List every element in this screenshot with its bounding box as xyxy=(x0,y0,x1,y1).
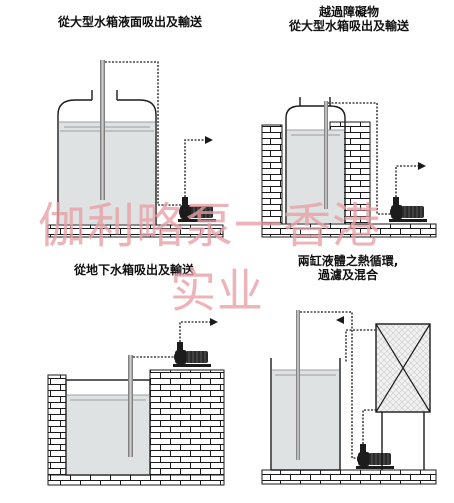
flow-arrow-icon xyxy=(205,136,213,144)
tank-stand xyxy=(381,412,425,470)
panel-top-right xyxy=(261,97,437,238)
pump-icon xyxy=(177,196,217,223)
flow-arrow-icon xyxy=(336,316,344,324)
liquid xyxy=(287,130,344,223)
caption-top-right-line-2: 從大型水箱吸出及輸送 xyxy=(288,19,409,33)
panel-bottom-right xyxy=(261,310,437,485)
liquid-surface xyxy=(287,129,344,136)
caption-bottom-left-line-1: 從地下水箱吸出及輸送 xyxy=(74,263,195,277)
discharge-line xyxy=(395,165,418,197)
ground-brick xyxy=(261,223,437,238)
liquid-surface xyxy=(272,369,339,376)
left-tank-outline xyxy=(270,358,341,471)
panel-top-left xyxy=(47,60,224,238)
ground-brick xyxy=(47,224,224,238)
liquid-surface xyxy=(59,121,155,132)
caption-bottom-right-line-2: 過濾及混合 xyxy=(317,268,378,282)
caption-bottom-right-line-1: 兩缸液體之熱循環, xyxy=(297,254,399,268)
filter-tank-cross xyxy=(375,323,431,413)
liquid xyxy=(272,370,339,469)
suction-pipe xyxy=(128,355,133,457)
liquid xyxy=(67,395,149,474)
overflow-line xyxy=(345,329,376,362)
brick-ground-right xyxy=(149,369,225,486)
brick-ground-bottom xyxy=(47,474,225,486)
suction-line xyxy=(105,61,182,206)
caption-top-right: 越過障礙物 從大型水箱吸出及輸送 xyxy=(276,5,422,33)
brick-ground-left xyxy=(47,374,67,486)
flow-arrow-icon xyxy=(418,162,426,170)
flow-arrow-icon xyxy=(210,318,218,326)
brick-column-left xyxy=(261,124,283,225)
suction-pipe xyxy=(324,101,328,209)
liquid xyxy=(59,122,155,224)
tank-outline xyxy=(285,105,346,224)
pump-icon xyxy=(388,196,428,223)
suction-line xyxy=(328,102,392,215)
caption-top-left: 從大型水箱液面吸出及輸送 xyxy=(58,15,202,29)
caption-bottom-right: 兩缸液體之熱循環, 過濾及混合 xyxy=(286,254,410,282)
tank-outline xyxy=(57,99,157,225)
caption-top-right-line-1: 越過障礙物 xyxy=(318,5,379,19)
discharge-line xyxy=(184,139,205,197)
panel-bottom-left xyxy=(47,318,225,486)
suction-pipe xyxy=(100,60,105,200)
caption-bottom-left: 從地下水箱吸出及輸送 xyxy=(74,263,194,277)
suction-line xyxy=(300,311,358,459)
liquid-surface xyxy=(67,394,149,401)
pump-icon xyxy=(172,341,212,368)
caption-top-left-line-1: 從大型水箱液面吸出及輸送 xyxy=(58,15,203,29)
pump-icon xyxy=(355,443,395,470)
suction-pipe xyxy=(296,310,300,460)
discharge-line xyxy=(179,321,210,342)
return-line xyxy=(362,409,382,444)
ground-brick xyxy=(261,469,437,485)
tank-nozzle-left xyxy=(91,90,118,100)
tank-top xyxy=(299,97,331,106)
